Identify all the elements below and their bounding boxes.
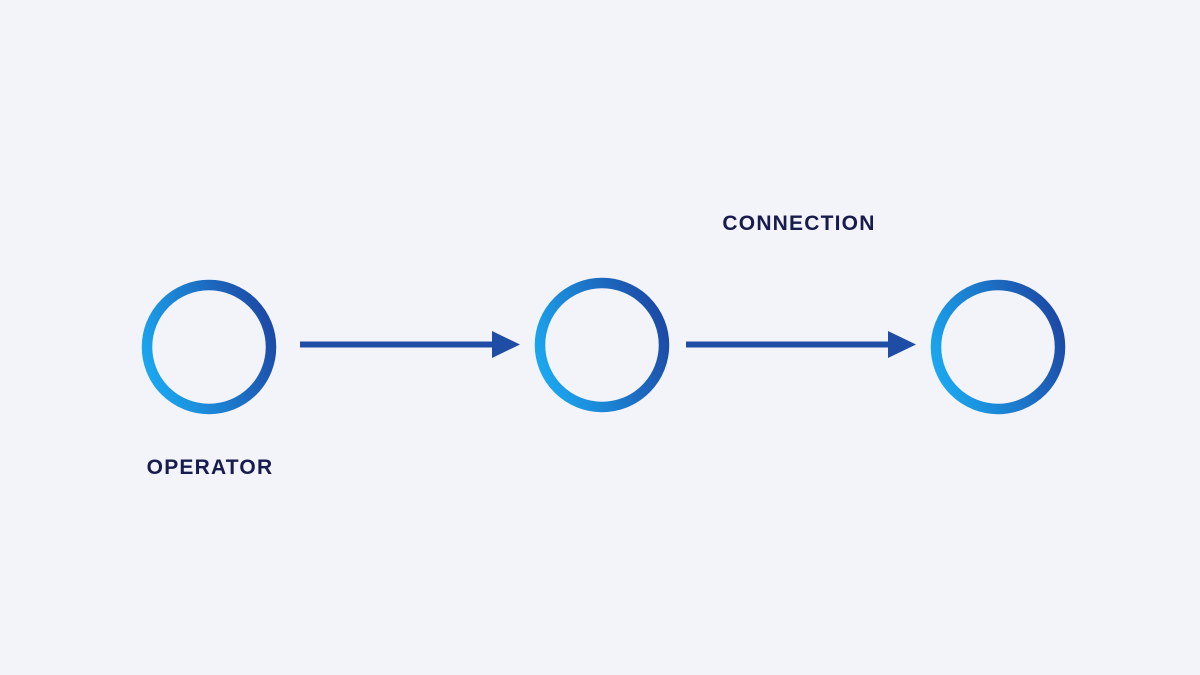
arrow-1: [300, 331, 520, 358]
arrow-1-head: [492, 331, 520, 358]
end-node-circle: [930, 279, 1066, 415]
arrow-2-head: [888, 331, 916, 358]
operator-node-circle: [141, 279, 277, 415]
operator-label: OPERATOR: [146, 456, 274, 479]
middle-node-circle: [534, 277, 670, 413]
arrow-2-connection: [686, 331, 916, 358]
connection-label: CONNECTION: [722, 212, 876, 235]
